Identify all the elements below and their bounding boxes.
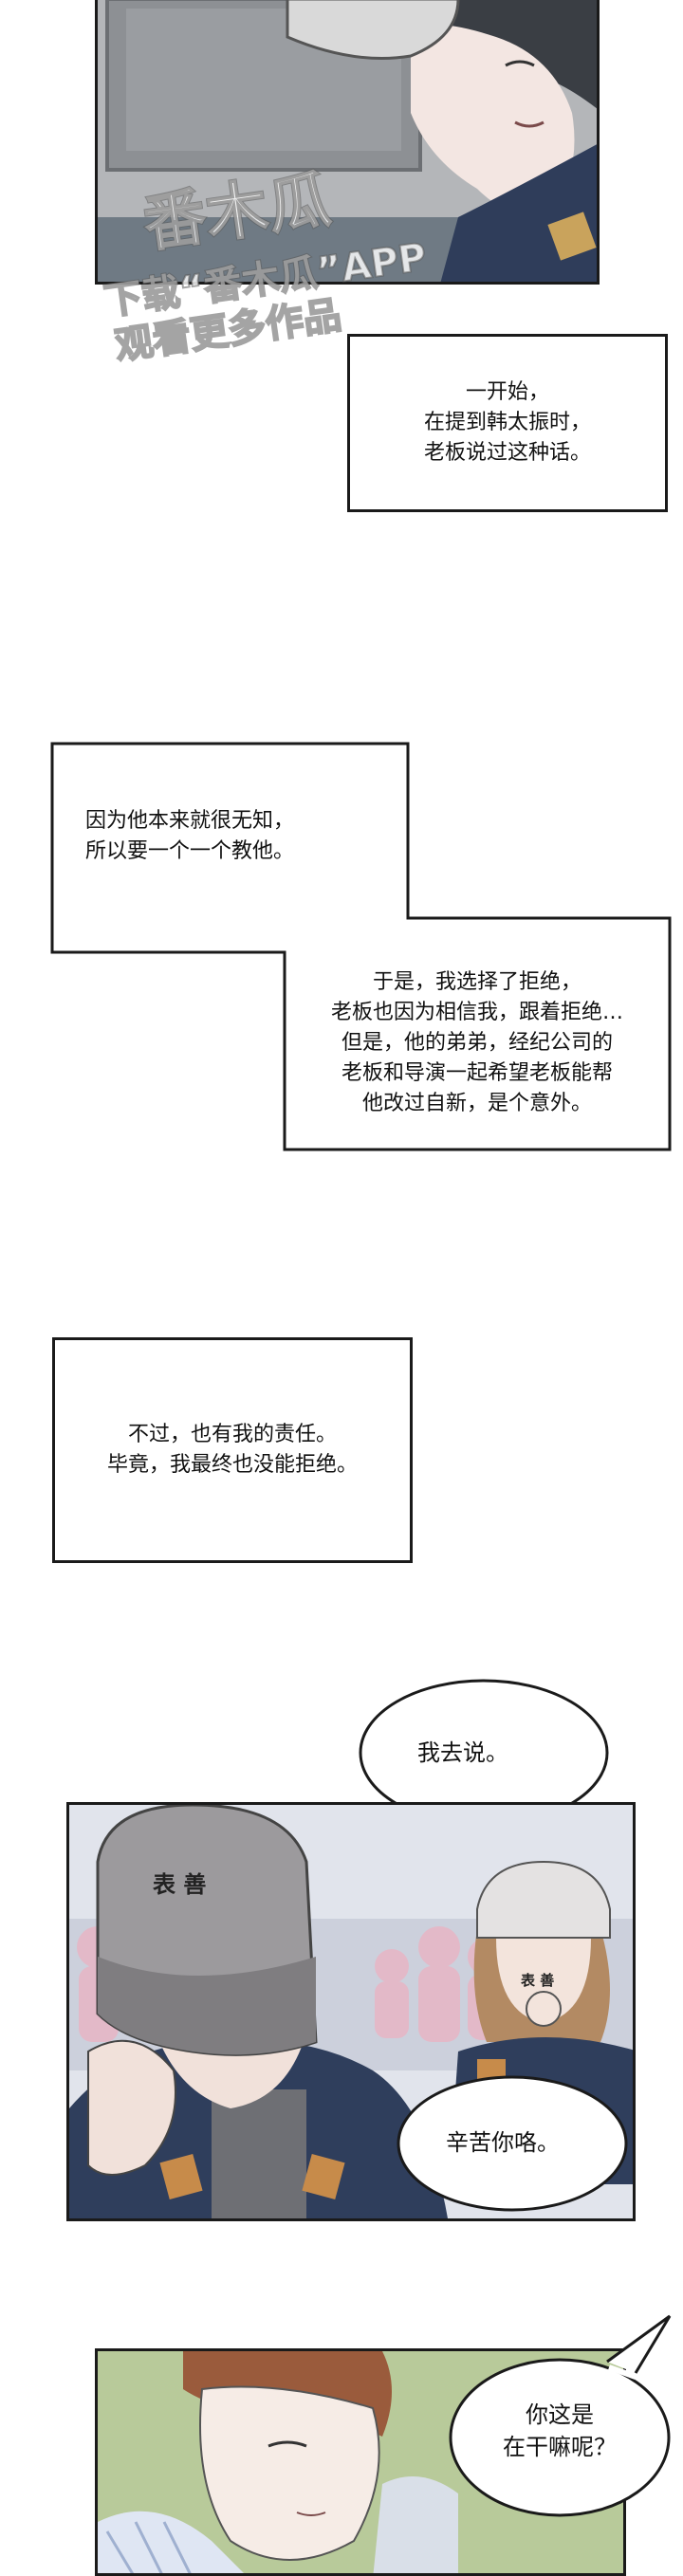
panel-1-mouth xyxy=(514,120,545,128)
caption-2-bottom-line-5: 他改过自新，是个意外。 xyxy=(361,1091,592,1115)
panel-1 xyxy=(95,0,600,285)
caption-3-line-1: 不过，也有我的责任。 xyxy=(127,1423,337,1447)
panel-2-main-shirt xyxy=(212,2089,306,2218)
panel-2-main-hand xyxy=(87,2039,176,2176)
panel-3-mouth xyxy=(296,2512,326,2516)
panel-2-side-face xyxy=(496,1938,591,2023)
caption-2-top-line-2: 所以要一个一个教他。 xyxy=(85,838,295,863)
panel-1-collar-patch xyxy=(547,212,597,261)
caption-2-bottom-line-4: 老板和导演一起希望老板能帮 xyxy=(341,1060,613,1085)
panel-2: 表 善 表 善 xyxy=(66,1802,636,2221)
speech-bubble-what-line-2: 在干嘛呢？ xyxy=(503,2433,617,2460)
speech-bubble-thanks xyxy=(397,2075,628,2212)
caption-box-2-shape xyxy=(50,742,672,1151)
panel-1-art xyxy=(98,0,597,282)
speech-bubble-go-text: 我去说。 xyxy=(417,1739,508,1766)
panel-2-art xyxy=(69,1805,633,2218)
panel-2-main-collar-patch-right xyxy=(302,2154,345,2199)
speech-bubble-what-text: 你这是 在干嘛呢？ xyxy=(503,2400,617,2463)
caption-box-3: 不过，也有我的责任。 毕竟，我最终也没能拒绝。 xyxy=(52,1337,413,1563)
panel-2-side-cap xyxy=(476,1860,611,1939)
speech-bubble-what-line-1: 你这是 xyxy=(526,2401,594,2428)
caption-2-top-line-1: 因为他本来就很无知， xyxy=(85,809,295,833)
speech-bubble-thanks-body xyxy=(397,2075,628,2212)
panel-2-main-cap-shade xyxy=(98,1957,316,2055)
caption-2-bottom-text: 于是，我选择了拒绝， 老板也因为相信我，跟着拒绝… 但是，他的弟弟，经纪公司的 … xyxy=(285,967,670,1118)
speech-bubble-what-tail xyxy=(606,2314,672,2374)
panel-2-main-collar-patch-left xyxy=(159,2154,203,2199)
speech-bubble-what xyxy=(449,2314,672,2517)
caption-2-bottom-line-2: 老板也因为相信我，跟着拒绝… xyxy=(330,1000,623,1024)
caption-2-bottom-line-1: 于是，我选择了拒绝， xyxy=(372,970,581,994)
panel-1-eye xyxy=(505,60,535,67)
caption-2-bottom-line-3: 但是，他的弟弟，经纪公司的 xyxy=(341,1030,613,1055)
caption-2-top-text: 因为他本来就很无知， 所以要一个一个教他。 xyxy=(85,806,294,867)
caption-box-2-outline xyxy=(50,742,672,1151)
panel-3-shirt xyxy=(98,2511,244,2573)
caption-1-line-3: 老板说过这种话。 xyxy=(423,440,591,465)
panel-2-side-cap-text: 表 善 xyxy=(521,1972,555,1989)
panel-2-side-hand xyxy=(526,1991,562,2027)
caption-1-line-1: 一开始， xyxy=(465,380,549,405)
panel-3-face xyxy=(199,2385,380,2561)
speech-bubble-what-body xyxy=(449,2358,671,2517)
panel-2-main-cap-text: 表 善 xyxy=(153,1871,207,1898)
caption-3-line-2: 毕竟，我最终也没能拒绝。 xyxy=(106,1453,358,1477)
caption-box-1: 一开始， 在提到韩太振时， 老板说过这种话。 xyxy=(347,334,668,512)
speech-bubble-thanks-text: 辛苦你咯。 xyxy=(446,2129,560,2156)
caption-1-line-2: 在提到韩太振时， xyxy=(423,411,591,435)
panel-1-face xyxy=(411,24,575,214)
panel-1-cap-brim xyxy=(286,0,460,60)
panel-3-eye xyxy=(268,2440,307,2448)
panel-3-side-figure xyxy=(373,2476,458,2573)
